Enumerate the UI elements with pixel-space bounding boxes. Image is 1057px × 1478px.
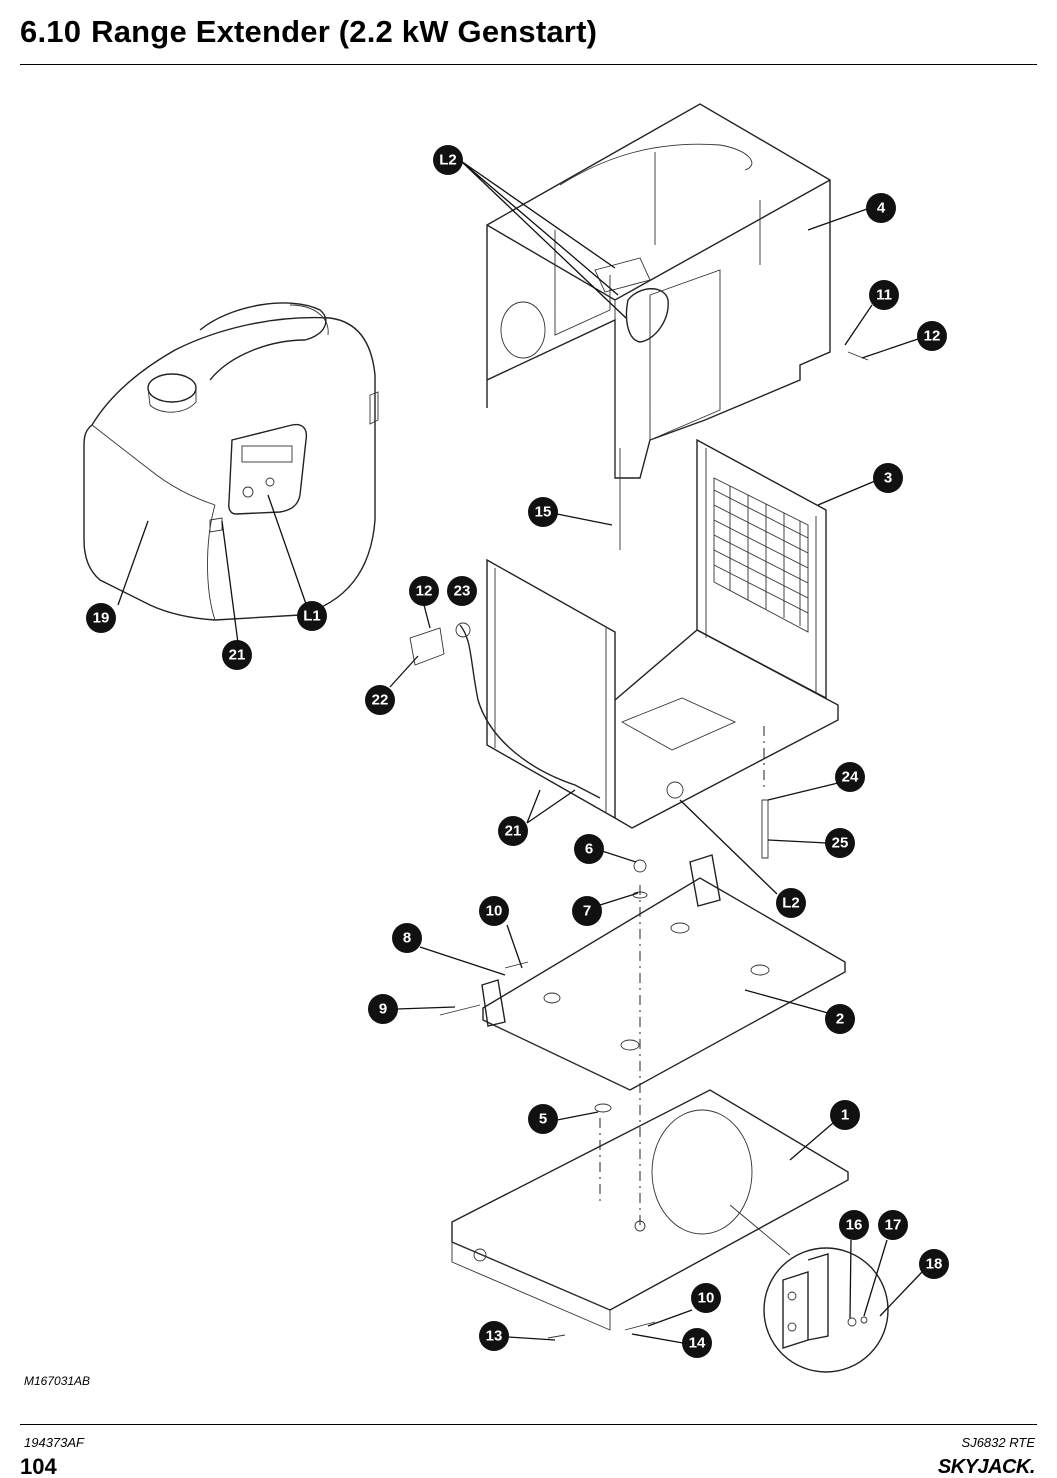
callout-4: 4 — [866, 193, 896, 223]
svg-text:13: 13 — [486, 1328, 503, 1345]
svg-text:14: 14 — [689, 1335, 706, 1352]
top-cover-drawing — [486, 103, 831, 479]
page-number: 104 — [20, 1456, 57, 1478]
mounting-plate-drawing — [439, 854, 846, 1091]
svg-text:2: 2 — [836, 1011, 844, 1028]
footer-rule — [20, 1424, 1037, 1425]
brand-logo: SKYJACK. — [937, 1456, 1035, 1478]
svg-text:19: 19 — [93, 610, 110, 627]
callout-3: 3 — [873, 463, 903, 493]
callout-25: 25 — [825, 828, 855, 858]
callout-18: 18 — [919, 1249, 949, 1279]
svg-text:4: 4 — [877, 200, 886, 217]
svg-text:9: 9 — [379, 1001, 387, 1018]
callout-12: 12 — [917, 321, 947, 351]
callout-L2: L2 — [776, 888, 806, 918]
svg-text:21: 21 — [229, 647, 246, 664]
callout-10: 10 — [691, 1283, 721, 1313]
side-panel-drawing — [409, 558, 839, 829]
callout-14: 14 — [682, 1328, 712, 1358]
grille-panel-drawing — [696, 438, 827, 700]
callout-15: 15 — [528, 497, 558, 527]
svg-text:24: 24 — [842, 769, 859, 786]
svg-text:L2: L2 — [782, 895, 800, 912]
drawing-number: M167031AB — [24, 1374, 91, 1388]
callout-11: 11 — [869, 280, 899, 310]
section-number: 6.10 — [20, 14, 82, 49]
base-tray-drawing — [451, 1089, 849, 1339]
generator-drawing — [83, 302, 379, 621]
svg-text:17: 17 — [885, 1217, 902, 1234]
svg-text:21: 21 — [505, 823, 522, 840]
svg-text:1: 1 — [841, 1107, 849, 1124]
callout-19: 19 — [86, 603, 116, 633]
callout-9: 9 — [368, 994, 398, 1024]
svg-text:6: 6 — [585, 841, 593, 858]
svg-text:L2: L2 — [439, 152, 457, 169]
svg-text:7: 7 — [583, 903, 591, 920]
svg-text:12: 12 — [924, 328, 941, 345]
svg-text:5: 5 — [539, 1111, 547, 1128]
callout-17: 17 — [878, 1210, 908, 1240]
svg-text:10: 10 — [698, 1290, 715, 1307]
page-title: 6.10 Range Extender (2.2 kW Genstart) — [20, 14, 597, 50]
callout-6: 6 — [574, 834, 604, 864]
callout-7: 7 — [572, 896, 602, 926]
svg-text:10: 10 — [486, 903, 503, 920]
leader-lines — [117, 160, 923, 1344]
callout-1: 1 — [830, 1100, 860, 1130]
callout-2: 2 — [825, 1004, 855, 1034]
svg-text:25: 25 — [832, 835, 849, 852]
svg-text:8: 8 — [403, 930, 411, 947]
callout-L2: L2 — [433, 145, 463, 175]
callout-21: 21 — [498, 816, 528, 846]
svg-text:3: 3 — [884, 470, 892, 487]
callout-23: 23 — [447, 576, 477, 606]
svg-text:23: 23 — [454, 583, 471, 600]
svg-text:18: 18 — [926, 1256, 943, 1273]
callout-5: 5 — [528, 1104, 558, 1134]
svg-text:L1: L1 — [303, 608, 321, 625]
section-title: Range Extender (2.2 kW Genstart) — [91, 14, 598, 49]
callout-16: 16 — [839, 1210, 869, 1240]
svg-text:15: 15 — [535, 504, 552, 521]
svg-text:16: 16 — [846, 1217, 863, 1234]
svg-text:12: 12 — [416, 583, 433, 600]
callout-L1: L1 — [297, 601, 327, 631]
fastener-11 — [847, 351, 869, 361]
callout-12: 12 — [409, 576, 439, 606]
callout-10: 10 — [479, 896, 509, 926]
callout-22: 22 — [365, 685, 395, 715]
callout-13: 13 — [479, 1321, 509, 1351]
document-number: 194373AF — [24, 1435, 84, 1450]
bolt-25 — [761, 799, 769, 859]
callout-21: 21 — [222, 640, 252, 670]
svg-text:11: 11 — [876, 287, 892, 304]
callout-8: 8 — [392, 923, 422, 953]
model-name: SJ6832 RTE — [961, 1435, 1035, 1450]
svg-text:22: 22 — [372, 692, 389, 709]
callout-24: 24 — [835, 762, 865, 792]
detail-inset-drawing — [729, 1204, 889, 1373]
header-rule — [20, 64, 1037, 65]
